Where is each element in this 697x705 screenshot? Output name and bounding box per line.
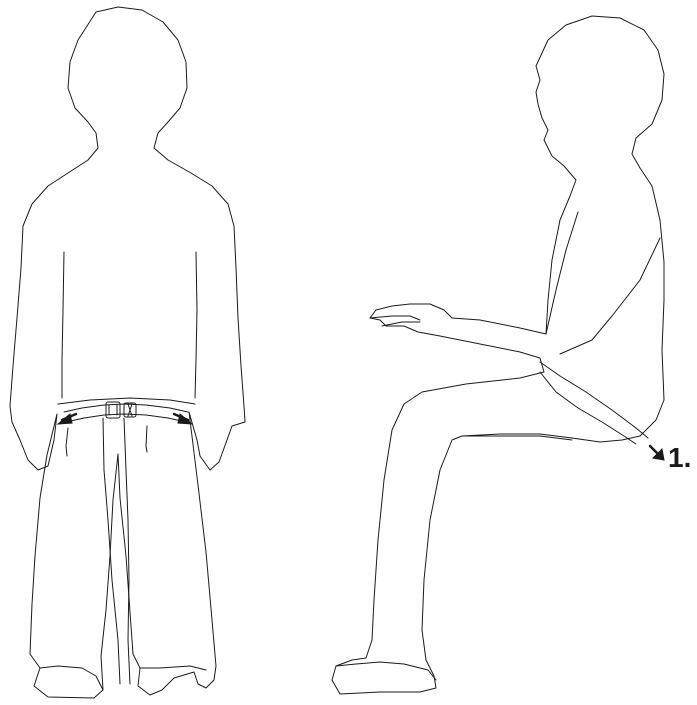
seated-lap-belt (540, 362, 648, 444)
lap-belt (64, 402, 188, 422)
seated-child-arm-back (546, 212, 660, 354)
seated-child-fingers (370, 316, 420, 326)
left-shoe (40, 666, 103, 690)
pocket-right (146, 426, 147, 452)
seated-child-outline (332, 16, 664, 694)
right-shoe (140, 666, 206, 670)
right-arm-inner-line (195, 252, 197, 398)
standing-child-outline (10, 7, 245, 698)
step-label: 1. (668, 442, 691, 473)
seated-child-side-view (332, 16, 664, 694)
standing-child-front-view (10, 7, 245, 698)
step-arrow (650, 446, 664, 460)
seated-thigh-line (462, 436, 572, 440)
pocket-left (66, 428, 68, 456)
hip-arrow-left (58, 414, 76, 424)
seated-shoe (336, 662, 436, 680)
left-arm-inner-line (62, 252, 64, 398)
trouser-inner-right (124, 418, 130, 684)
